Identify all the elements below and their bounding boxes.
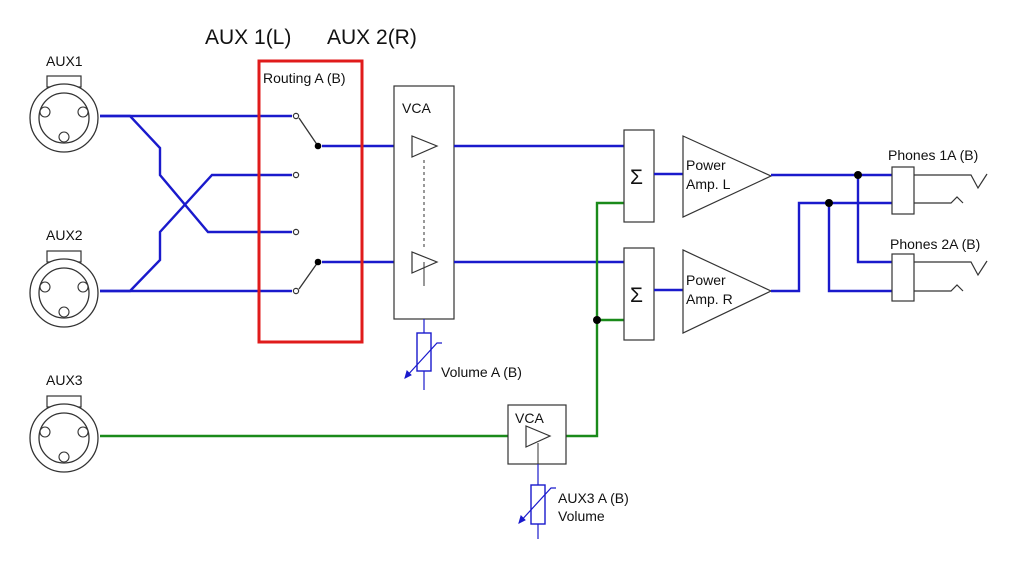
label-amp-right-line2: Amp. R (686, 291, 733, 307)
label-vca-aux3: VCA (515, 410, 544, 426)
label-phones2: Phones 2A (B) (890, 236, 980, 252)
label-routing: Routing A (B) (263, 70, 346, 86)
input-wiring (100, 114, 292, 293)
junction-left-out (854, 171, 862, 179)
power-amp-left (682, 135, 773, 218)
volume-pot-aux3 (518, 464, 556, 539)
mixer-right: Σ (623, 247, 655, 341)
routing-box (257, 59, 364, 344)
output-wiring (771, 173, 892, 293)
xlr-connector-aux3 (29, 395, 99, 473)
mixer-to-amp-wires (654, 172, 683, 292)
volume-pot-main (404, 319, 442, 390)
title-aux1-left: AUX 1(L) (205, 26, 291, 49)
label-amp-left-line1: Power (686, 157, 726, 173)
label-volume-aux3-line1: AUX3 A (B) (558, 490, 629, 506)
routing-switches (292, 112, 322, 295)
label-amp-left-line2: Amp. L (686, 176, 731, 192)
mixer-left-symbol: Σ (630, 166, 643, 189)
vca-main-amplifiers (411, 135, 439, 286)
label-vca-main: VCA (402, 100, 431, 116)
power-amp-right (682, 249, 773, 334)
phones-jack-2 (891, 253, 988, 302)
label-aux3: AUX3 (46, 372, 83, 388)
title-aux2-right: AUX 2(R) (327, 26, 417, 49)
mixer-left: Σ (623, 129, 655, 223)
label-aux1: AUX1 (46, 53, 83, 69)
junction-right-out (825, 199, 833, 207)
phones-jack-1 (891, 166, 988, 215)
label-amp-right-line1: Power (686, 272, 726, 288)
routing-to-vca-wires (322, 144, 394, 264)
mixer-right-symbol: Σ (630, 284, 643, 307)
vca-to-mixer-wires (454, 144, 624, 264)
xlr-connector-aux1 (29, 75, 99, 153)
vca-aux3-amplifier (525, 425, 552, 448)
label-phones1: Phones 1A (B) (888, 147, 978, 163)
xlr-connector-aux2 (29, 250, 99, 328)
junction-aux3 (593, 316, 601, 324)
label-volume-aux3-line2: Volume (558, 508, 605, 524)
label-aux2: AUX2 (46, 227, 83, 243)
label-volume-main: Volume A (B) (441, 364, 522, 380)
